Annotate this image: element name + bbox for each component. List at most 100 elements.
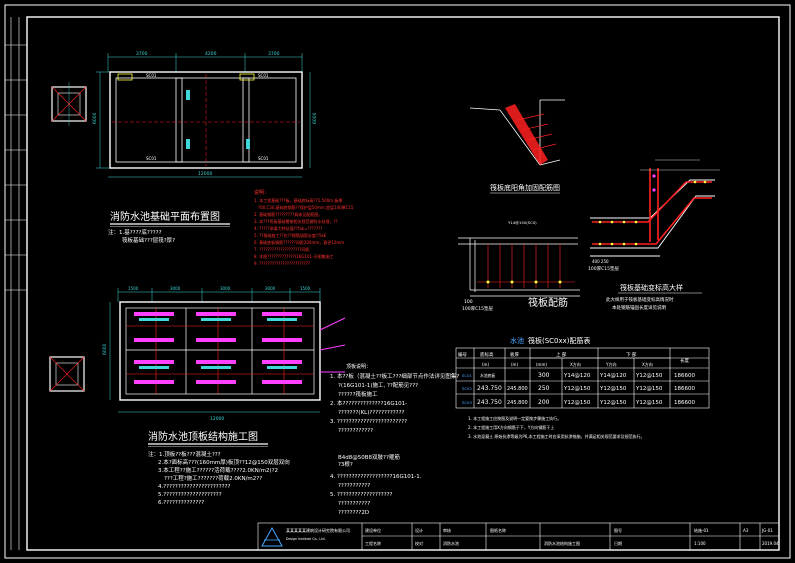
- notes-line: 1. 本工程基础???板，基础底标高??1.500m,板厚: [254, 197, 342, 203]
- roof-general-notes: 顶板说明： 1. 本??板（混凝土??板工???细部节点作法详见图集? ?(16…: [330, 363, 459, 516]
- tb-cell: 日期: [614, 540, 622, 546]
- edge-note: Y14@150(SC0): [508, 220, 537, 225]
- label-bl: SC01: [146, 156, 157, 161]
- table-cell: Y12@150: [563, 400, 591, 406]
- table-subheader: (m): [482, 362, 489, 367]
- table-title-blue: 水池: [510, 336, 524, 345]
- tb-sheet: A3: [743, 528, 749, 533]
- dim-top-right: 3700: [268, 51, 280, 57]
- key-plan-bottom: [49, 356, 85, 392]
- notes-heading: 说明：: [254, 189, 269, 196]
- corner-reinforcement-detail[interactable]: 筏板底阳角加固配筋图: [469, 99, 565, 194]
- roof-notes-line: 4. ???????????????????16G101-1.: [330, 474, 422, 480]
- edge-sub-1: 100: [464, 299, 473, 305]
- roof-notes-line: ??????筏板施工: [338, 390, 378, 398]
- notes-line: 5. ??基础施工??应??钢筋锚固长度??laE: [254, 232, 327, 238]
- notes-line: 6. 基础底板钢筋??????间距200mm，直径12mm: [254, 239, 344, 245]
- table-cell: Y12@150: [599, 400, 627, 406]
- step-note-2: 本处钢筋锚固长度详见说明: [612, 304, 666, 311]
- roof-notes-line: ????????????: [338, 428, 373, 434]
- label-tr: SC01: [258, 73, 269, 78]
- table-subheader: (m): [511, 362, 518, 367]
- notes-line: 2. 基础钢筋?????????具体见配筋图。: [254, 211, 322, 217]
- roof-notes-line: 5. ???????????????????: [330, 492, 393, 498]
- table-header: 下 部: [626, 351, 637, 358]
- table-cell: 245.800: [507, 386, 528, 392]
- notes-line: 9. ????????????????????????: [254, 261, 310, 266]
- table-cell: Y12@150: [563, 386, 591, 392]
- roof-dim-top: 1500: [300, 286, 311, 291]
- tb-date: 2019.04: [762, 541, 779, 546]
- roof-dim-bottom: 12000: [210, 416, 224, 422]
- table-cell: 186600: [674, 373, 695, 379]
- roof-note: 5.????????????????????: [158, 492, 222, 498]
- foundation-plan[interactable]: 3700 4200 3700 12000 6000 6000 SC01 SC01: [51, 51, 318, 244]
- roof-note: 2.本?面标高???(160mm厚)板顶??12@150双层双向: [158, 458, 290, 466]
- notes-line: 8. 本图?????????????(16G101-3)图集施工: [254, 253, 334, 259]
- notes-line: 3. 本???筏板基础需按相关规范做防水处理，??: [254, 218, 338, 224]
- roof-notes-line: 1. 本??板（混凝土??板工???细部节点作法详见图集?: [330, 372, 459, 380]
- raft-edge-detail[interactable]: Y14@150(SC0) 100 100厚C15垫层 筏板配筋: [458, 220, 580, 312]
- table-cell: SC02: [462, 386, 472, 391]
- table-row: SC01 水池底板 300 Y14@120 Y14@120 Y12@150 18…: [462, 372, 695, 379]
- table-cell: 250: [538, 385, 550, 392]
- tb-page: JG-01: [761, 528, 773, 533]
- notes-line: 7. ????????????????????间距: [254, 246, 310, 252]
- roof-notes-line: 2. 本??????????????16G101-: [330, 399, 407, 407]
- roof-note: 6.??????????????: [158, 500, 204, 506]
- table-header: 底标高: [480, 351, 494, 358]
- table-cell: 300: [538, 372, 550, 379]
- roof-slab-plan[interactable]: 1500 3000 3000 3000 1500 12000 6000: [49, 286, 346, 506]
- tb-drawing-name: 消防水池结构施工图: [544, 540, 580, 546]
- table-cell: 水池底板: [480, 373, 495, 378]
- table-subheader: (mm): [536, 362, 547, 367]
- roof-dim-top: 1500: [128, 286, 139, 291]
- dim-left: 6000: [92, 112, 98, 124]
- table-header: 长度: [680, 357, 689, 364]
- roof-notes-extra: B4d8@50B8双肢??箍筋: [338, 453, 400, 461]
- tb-cell: 图号: [614, 527, 622, 533]
- notes-line: ?00,C30,基础底钢筋??保护层50mm,垫层100厚C15: [258, 204, 354, 210]
- table-cell: SC01: [462, 373, 472, 378]
- foundation-note-2: 筏板基础???层筏?厚?: [122, 236, 175, 244]
- dim-top-mid: 4200: [205, 51, 217, 57]
- dim-bottom: 12000: [198, 171, 212, 177]
- roof-note: 3.本工程??施工??????活荷载????2.0KN/m2(?2: [158, 466, 278, 474]
- reinforcement-table[interactable]: 水池 筏板(SC0xx)配筋表 编号 底标高 板厚 上 部 下 部 长度 (m)…: [455, 336, 710, 439]
- roof-notes-heading: 顶板说明：: [346, 363, 371, 370]
- general-notes-red: 说明： 1. 本工程基础???板，基础底标高??1.500m,板厚 ?00,C3…: [254, 189, 354, 266]
- table-cell: Y12@150: [635, 386, 663, 392]
- step-sub-2: 100厚C15垫层: [588, 265, 619, 272]
- table-footnote: 1. 本工程施工应按图及说明一定要按步骤施工执行。: [468, 415, 561, 421]
- table-cell: 186600: [674, 386, 695, 392]
- company-logo: [261, 526, 283, 547]
- dim-right: 6000: [312, 112, 318, 124]
- edge-sub-2: 100厚C15垫层: [462, 305, 493, 312]
- label-br: SC01: [258, 156, 269, 161]
- roof-dim-top: 3000: [170, 286, 181, 291]
- roof-notes-line: ???????(KL)????????????: [338, 410, 405, 416]
- roof-notes-line: ????????2D: [338, 510, 369, 516]
- table-cell: Y14@120: [599, 373, 627, 379]
- key-plan-top: [51, 82, 87, 126]
- step-sub-1: 400 250: [592, 259, 609, 264]
- tb-cell: 建设单位: [365, 527, 381, 533]
- roof-note: 4.???????????????????????: [158, 484, 230, 490]
- step-note-1: 此大样用于筏板基础变标高情况时: [606, 296, 674, 303]
- table-subheader: Y方向: [605, 361, 616, 367]
- raft-step-detail[interactable]: 400 250 100厚C15垫层 筏板基础变标高大样 此大样用于筏板基础变标高…: [588, 159, 720, 311]
- table-cell: Y12@150: [599, 386, 627, 392]
- tb-cell: 设计: [415, 527, 423, 533]
- tb-cell: 工程名称: [365, 540, 381, 546]
- title-block[interactable]: 某某某某某建筑设计研究院有限公司 Design Institute Co., L…: [257, 522, 780, 551]
- table-row: SC02 243.750 245.800 250 Y12@150 Y12@150…: [462, 385, 695, 392]
- roof-notes-line: ?(16G101-1)施工, ??配筋见???: [338, 381, 418, 389]
- roof-plan-title: 消防水池顶板结构施工图: [148, 430, 258, 443]
- roof-notes-line: ???????????: [338, 501, 370, 507]
- table-footnote: 2. 本工程施工用X方向钢筋于下，Y方向钢筋于上: [468, 424, 554, 430]
- notes-line: 4. ?????承载力特征值??fak=???????: [254, 225, 322, 231]
- tb-scale: 1:100: [694, 541, 706, 546]
- roof-note: ???工程?施工???????荷载2.0KN/m2??: [164, 474, 262, 482]
- table-cell: 245.800: [507, 400, 528, 406]
